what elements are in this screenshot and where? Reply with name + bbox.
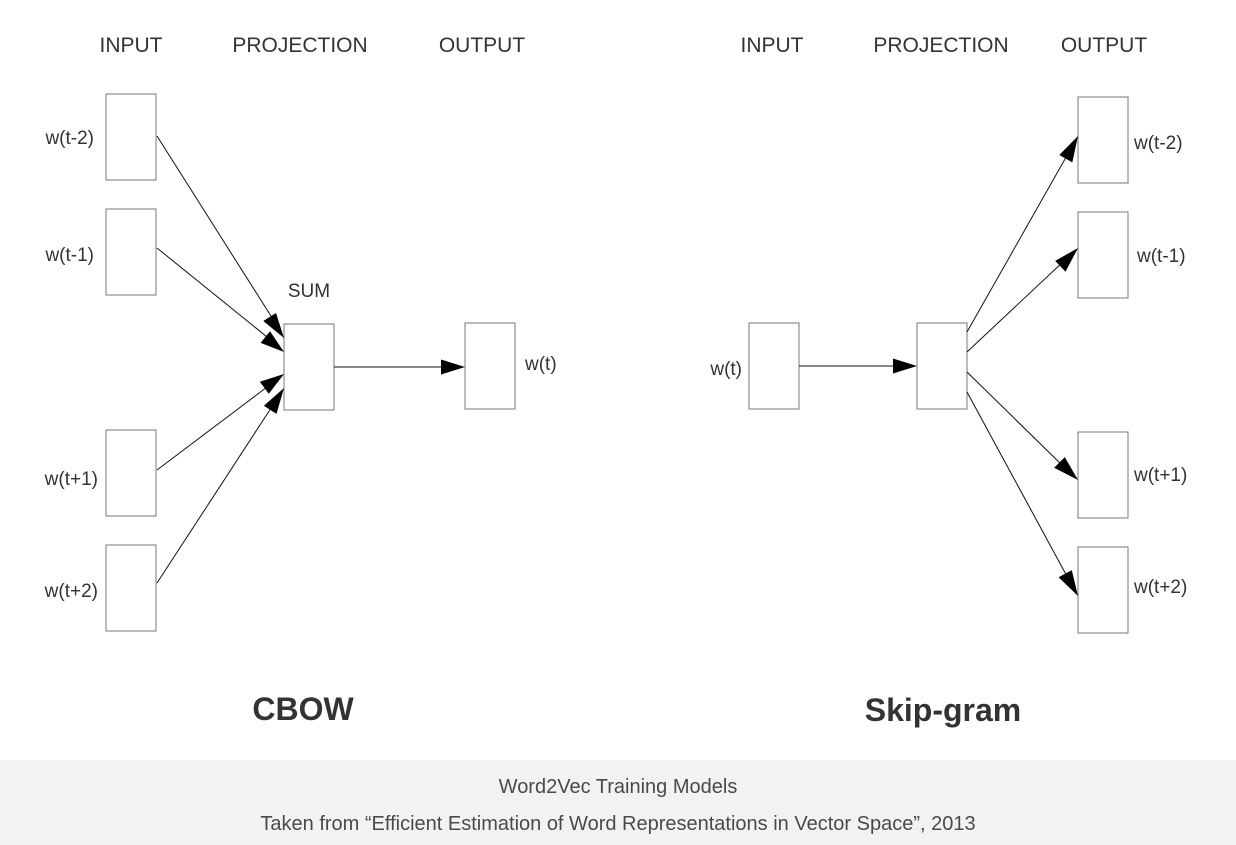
cbow-edge-t-1 — [156, 247, 273, 342]
skipgram-model: INPUT PROJECTION OUTPUT w(t) w(t-2) w(t-… — [709, 34, 1187, 728]
cbow-sum-label: SUM — [288, 281, 330, 302]
skipgram-output-box-t-2 — [1077, 96, 1129, 184]
figure-caption: Word2Vec Training Models Taken from “Eff… — [0, 760, 1236, 845]
cbow-output-header: OUTPUT — [439, 34, 526, 57]
cbow-arrowhead-t+1 — [259, 374, 284, 394]
cbow-arrowhead-t-2 — [263, 313, 284, 338]
skipgram-edge-t-2 — [966, 151, 1070, 333]
cbow-output-label: w(t) — [524, 354, 557, 375]
skipgram-output-box-t+1 — [1077, 431, 1129, 519]
cbow-edge-t-2 — [156, 135, 277, 325]
skipgram-edge-t+1 — [966, 371, 1065, 468]
word2vec-diagram: INPUT PROJECTION OUTPUT w(t-2) w(t-1) w(… — [44, 34, 1188, 728]
skipgram-input-label: w(t) — [709, 359, 742, 380]
skipgram-arrowhead-input — [893, 358, 917, 374]
cbow-input-box-t+2 — [105, 544, 157, 632]
skipgram-arrowhead-t+2 — [1058, 570, 1078, 596]
cbow-input-label-t+1: w(t+1) — [44, 469, 98, 490]
skipgram-title: Skip-gram — [865, 692, 1021, 728]
skipgram-edge-t-1 — [966, 259, 1066, 353]
cbow-input-label-t-1: w(t-1) — [44, 245, 94, 266]
cbow-projection-header: PROJECTION — [232, 34, 367, 57]
skipgram-arrowhead-t-1 — [1055, 248, 1078, 272]
cbow-input-label-t+2: w(t+2) — [44, 581, 98, 602]
skipgram-output-box-t-1 — [1077, 211, 1129, 299]
caption-title: Word2Vec Training Models — [498, 776, 738, 798]
skipgram-output-header: OUTPUT — [1061, 34, 1148, 57]
skipgram-arrowhead-t+1 — [1054, 457, 1078, 480]
cbow-edge-t+2 — [156, 401, 276, 584]
skipgram-projection-header: PROJECTION — [873, 34, 1008, 57]
skipgram-projection-box — [916, 322, 968, 410]
cbow-title: CBOW — [252, 691, 354, 727]
skipgram-output-box-t+2 — [1077, 546, 1129, 634]
skipgram-arrowhead-t-2 — [1059, 136, 1078, 163]
cbow-model: INPUT PROJECTION OUTPUT w(t-2) w(t-1) w(… — [44, 34, 557, 727]
skipgram-output-label-t-1: w(t-1) — [1136, 246, 1186, 267]
cbow-arrowhead-t+2 — [263, 388, 284, 414]
cbow-input-box-t+1 — [105, 429, 157, 517]
skipgram-edge-t+2 — [966, 391, 1070, 581]
cbow-output-box — [464, 322, 516, 410]
cbow-arrowhead-output — [441, 359, 465, 375]
skipgram-output-label-t+1: w(t+1) — [1133, 465, 1187, 486]
skipgram-input-header: INPUT — [741, 34, 804, 57]
cbow-projection-box — [283, 323, 335, 411]
skipgram-input-box — [748, 322, 800, 410]
skipgram-output-label-t-2: w(t-2) — [1133, 133, 1183, 154]
cbow-input-label-t-2: w(t-2) — [44, 128, 94, 149]
cbow-input-box-t-2 — [105, 93, 157, 181]
caption-source: Taken from “Efficient Estimation of Word… — [260, 813, 976, 835]
skipgram-output-label-t+2: w(t+2) — [1133, 577, 1187, 598]
cbow-input-header: INPUT — [100, 34, 163, 57]
cbow-input-box-t-1 — [105, 208, 157, 296]
cbow-arrowhead-t-1 — [260, 331, 284, 352]
cbow-edge-t+1 — [156, 383, 272, 471]
